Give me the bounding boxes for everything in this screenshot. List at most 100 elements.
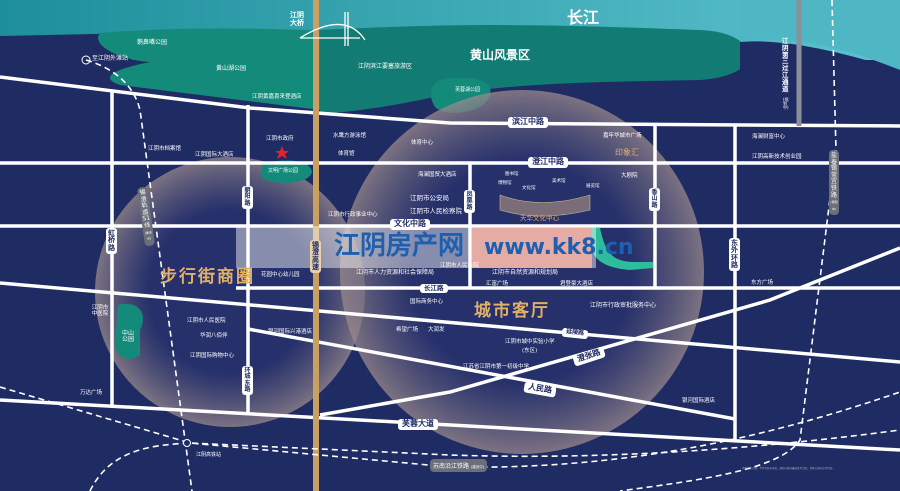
poi-haiyang-wealth: 海澜财富中心 <box>752 134 786 140</box>
poi-approval: 江阴市行政审批服务中心 <box>590 302 657 309</box>
poi-culture: 文化馆 <box>522 186 536 191</box>
poi-intl-hotel: 江阴国际大酒店 <box>195 152 234 158</box>
plot-green <box>592 228 653 270</box>
poi-tcm: 江阴市中医院 <box>91 305 109 318</box>
tianhua-building-icon <box>499 194 591 217</box>
poi-school2: 江苏省江阴市第一初级中学 <box>463 364 530 370</box>
road-label-changjiang: 长江路 <box>420 284 448 294</box>
rail-yanchang-name: 盐泰锡常宜铁路 <box>830 152 837 199</box>
poi-school1: 江阴市城中实验小学 <box>505 339 555 345</box>
poi-museum: 博物馆 <box>498 181 512 186</box>
rail-suzhou-b <box>89 391 900 491</box>
government-star-icon <box>275 146 289 159</box>
poi-jiaxin: 嘉年华城市广场 <box>603 133 642 139</box>
poi-shopping: 江阴国际购物中心 <box>190 353 235 359</box>
road-renmin <box>247 327 736 421</box>
poi-intl-business: 国际商务中心 <box>410 299 444 305</box>
poi-school1-note: (东区) <box>522 348 538 354</box>
poi-dajuyuan: 大剧院 <box>621 173 638 179</box>
road-network <box>0 75 900 452</box>
road-label-xicheng: 锡澄高速 <box>310 240 321 274</box>
poi-wanda: 万达广场 <box>80 390 103 396</box>
rail-label-suzhou: 苏南沿江铁路 (建设中) <box>430 459 488 472</box>
road-label-dongwaihuan: 东外环路 <box>729 238 740 272</box>
park-ebizui: 鹅鼻嘴公园 <box>137 39 168 46</box>
poi-dongfang: 东方广场 <box>751 280 774 286</box>
rail-s1 <box>85 59 193 491</box>
poi-yinhe-intl: 银河国际酒店 <box>682 398 716 404</box>
tunnel-note: (规划中) <box>783 97 789 110</box>
zhongshan-park <box>115 304 144 359</box>
poi-haiyang-trade: 海澜国贸大酒店 <box>418 172 457 178</box>
rail-yanchang <box>619 0 837 491</box>
station-south-label: 江阴高铁站 <box>196 452 222 458</box>
poi-sports: 体育中心 <box>411 140 434 146</box>
river-east-bank <box>740 0 900 70</box>
station-north-icon <box>81 55 91 65</box>
road-binjiang <box>0 75 900 128</box>
rail-yanchang-note: (规划中) <box>830 200 838 211</box>
watermark-band <box>236 226 596 268</box>
poi-huifu: 汇富广场 <box>486 281 509 287</box>
station-south-icon <box>183 439 191 447</box>
rail-s1-note: (建设中) <box>144 229 153 242</box>
watermark-name: 江阴房产网 <box>334 231 465 261</box>
poi-exhibit: 展览馆 <box>586 184 600 189</box>
road-furong <box>0 398 900 452</box>
park-green-east <box>320 25 749 114</box>
tunnel-label: 江阴第三过江通道 <box>782 37 789 93</box>
scenic-area-label: 黄山风景区 <box>470 48 531 62</box>
park-green-west <box>98 28 320 111</box>
park-wenming: 文明广场公园 <box>268 168 299 174</box>
poi-admin-center: 江阴市行政事业中心 <box>328 212 378 218</box>
road-label-chengjiang: 澄江中路 <box>528 157 568 168</box>
zone-city-lounge: 城市客厅 <box>474 301 550 321</box>
road-chengzhang <box>319 246 900 417</box>
rail-suzhou-note: (建设中) <box>470 465 485 469</box>
disclaimer: 本图仅为示意，不作为任何承诺，规划以政府最终批复为准，具体以实际交付为准。 <box>742 467 835 470</box>
poi-swim: 水鹰方游泳馆 <box>333 133 367 139</box>
road-label-fenghuang: 凤凰路 <box>464 190 475 213</box>
road-label-huanchengdong: 环城东路 <box>242 366 253 396</box>
poi-court: 江阴市人民法院 <box>440 263 479 269</box>
land-east <box>740 41 900 491</box>
wenming-park <box>262 160 312 183</box>
road-label-chaoyang: 朝阳路 <box>242 186 253 209</box>
zone-left-halo <box>95 157 365 427</box>
poi-xiwang: 希望广场 <box>396 327 419 333</box>
plot-highlight <box>472 228 592 268</box>
park-zhongshan: 中山公园 <box>121 330 134 343</box>
river-label: 长江 <box>567 8 600 27</box>
park-binjiang: 江阴滨江要塞旅游区 <box>358 63 413 70</box>
poi-gym: 体育馆 <box>338 151 355 157</box>
rail-suzhou-name: 苏南沿江铁路 <box>433 463 470 470</box>
road-yanling <box>0 281 900 364</box>
rail-suzhou-a <box>0 386 900 458</box>
bridge-label: 江阴大桥 <box>290 11 304 27</box>
zone-pedestrian-street: 步行街商圈 <box>160 267 255 287</box>
poi-hr: 江阴市人力资源和社会保障局 <box>356 269 435 276</box>
watermark-url: www.kk8.cn <box>484 235 634 260</box>
poi-huangshan-hotel: 江阴黄嘉喜来登酒店 <box>252 94 302 100</box>
poi-police: 江阴市公安局 <box>410 194 449 202</box>
poi-tianhua: 天华文化中心 <box>520 214 559 222</box>
poi-art: 美术馆 <box>552 179 566 184</box>
poi-hitech: 江阴高新技术创业园 <box>752 154 802 160</box>
rail-label-yanchang: 盐泰锡常宜铁路(规划中) <box>829 150 839 216</box>
poi-government: 江阴市政府 <box>266 136 294 142</box>
poi-people-hospital: 江阴市人民医院 <box>187 318 226 324</box>
poi-darunfa: 大润发 <box>428 327 445 333</box>
poi-huarun: 华润八佰伴 <box>200 333 228 339</box>
station-north-label: 至江阴外滩站 <box>92 55 129 62</box>
park-huangshanhu: 黄山湖公园 <box>216 65 247 72</box>
road-label-hongqiao: 虹桥路 <box>106 228 117 255</box>
bridge-icon <box>299 12 366 46</box>
poi-archives: 江阴市档案馆 <box>148 146 182 152</box>
park-furong: 芙蓉湖公园 <box>455 87 481 93</box>
road-label-furong: 芙蓉大道 <box>398 419 438 430</box>
poi-nature: 江阴市自然资源和规划局 <box>492 269 559 276</box>
poi-yinhe-hotel: 银河国际兴港酒店 <box>268 329 313 335</box>
